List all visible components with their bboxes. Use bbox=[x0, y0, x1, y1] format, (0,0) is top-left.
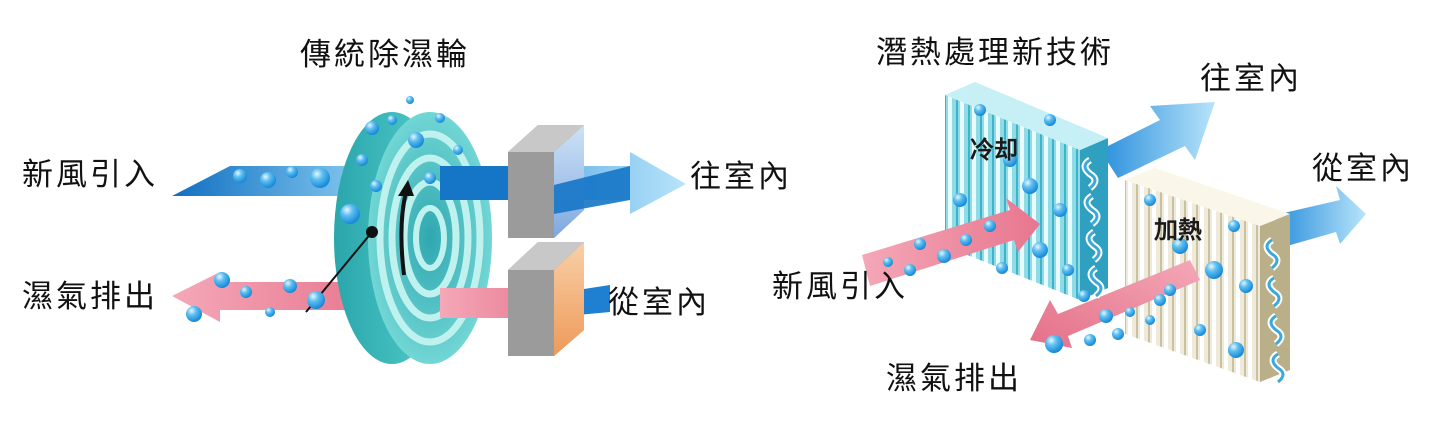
water-droplet bbox=[340, 204, 360, 224]
left-from-room-label: 從室內 bbox=[608, 285, 710, 321]
right-from-room-label: 從室內 bbox=[1312, 151, 1414, 187]
water-droplet bbox=[424, 172, 436, 184]
water-droplet bbox=[1045, 335, 1063, 353]
water-droplet bbox=[1164, 284, 1176, 296]
water-droplet bbox=[996, 262, 1008, 274]
left-exhaust-label: 濕氣排出 bbox=[22, 279, 158, 315]
water-droplet bbox=[406, 96, 414, 104]
water-droplet bbox=[984, 220, 996, 232]
water-droplet bbox=[1032, 242, 1048, 258]
left-cooling-unit bbox=[508, 125, 630, 238]
water-droplet bbox=[310, 168, 330, 188]
water-droplet bbox=[1228, 342, 1244, 358]
swirl-mark bbox=[1089, 266, 1103, 298]
water-droplet bbox=[1228, 220, 1240, 232]
water-droplet bbox=[1022, 178, 1038, 194]
water-droplet bbox=[960, 234, 972, 246]
water-droplet bbox=[240, 286, 252, 298]
water-droplet bbox=[1078, 290, 1090, 302]
water-droplet bbox=[186, 306, 202, 322]
swirl-mark bbox=[1267, 276, 1281, 308]
swirl-mark bbox=[1269, 314, 1283, 346]
water-droplet bbox=[914, 238, 926, 250]
swirl-marks bbox=[1081, 156, 1287, 385]
water-droplet bbox=[1053, 203, 1067, 217]
left-title: 傳統除濕輪 bbox=[300, 37, 470, 73]
water-droplet bbox=[408, 132, 424, 148]
water-droplet bbox=[387, 115, 397, 125]
water-droplet bbox=[214, 272, 230, 288]
swirl-mark bbox=[1265, 238, 1279, 270]
water-droplet bbox=[1145, 315, 1155, 325]
water-droplet bbox=[283, 279, 297, 293]
cooling-label: 冷却 bbox=[970, 136, 1018, 164]
water-droplet bbox=[1205, 261, 1223, 279]
water-droplet bbox=[883, 257, 893, 267]
water-droplet bbox=[265, 307, 275, 317]
water-droplet bbox=[1084, 334, 1096, 346]
water-droplet bbox=[1125, 307, 1135, 317]
water-droplet bbox=[1154, 294, 1166, 306]
water-droplet bbox=[286, 166, 298, 178]
water-droplet bbox=[1112, 328, 1124, 340]
water-droplet bbox=[356, 154, 368, 166]
left-to-room-label: 往室內 bbox=[690, 159, 792, 195]
heating-label: 加熱 bbox=[1154, 216, 1202, 244]
swirl-mark bbox=[1087, 230, 1101, 262]
water-droplet bbox=[1194, 324, 1206, 336]
water-droplet bbox=[260, 172, 276, 188]
water-droplet bbox=[453, 145, 463, 155]
right-fresh-air-arrow bbox=[862, 198, 1040, 286]
right-to-room-arrow bbox=[1100, 102, 1215, 178]
water-droplet bbox=[233, 169, 247, 183]
water-droplet bbox=[307, 291, 325, 309]
water-droplet bbox=[974, 104, 986, 116]
water-droplet bbox=[904, 264, 916, 276]
right-from-room-arrow bbox=[1275, 186, 1366, 248]
water-droplets bbox=[186, 96, 1253, 358]
swirl-mark bbox=[1083, 158, 1097, 190]
swirl-mark bbox=[1271, 352, 1285, 384]
right-fresh-in-label: 新風引入 bbox=[772, 269, 908, 305]
water-droplet bbox=[435, 113, 445, 123]
right-title: 潛熱處理新技術 bbox=[876, 35, 1114, 71]
water-droplet bbox=[937, 249, 951, 263]
water-droplet bbox=[1099, 309, 1113, 323]
swirl-mark bbox=[1085, 194, 1099, 226]
left-fresh-in-label: 新風引入 bbox=[22, 157, 158, 193]
water-droplet bbox=[1044, 114, 1056, 126]
water-droplet bbox=[365, 121, 379, 135]
left-heating-unit bbox=[508, 242, 584, 356]
water-droplet bbox=[1172, 238, 1188, 254]
right-exhaust-arrow bbox=[1030, 260, 1200, 348]
water-droplet bbox=[1144, 194, 1156, 206]
right-exhaust-label: 濕氣排出 bbox=[886, 361, 1022, 397]
desiccant-wheel bbox=[305, 112, 492, 364]
water-droplet bbox=[1239, 279, 1253, 293]
right-to-room-label: 往室內 bbox=[1200, 61, 1302, 97]
water-droplet bbox=[953, 193, 967, 207]
water-droplet bbox=[370, 180, 382, 192]
water-droplet bbox=[1003, 153, 1017, 167]
water-droplet bbox=[1062, 264, 1074, 276]
